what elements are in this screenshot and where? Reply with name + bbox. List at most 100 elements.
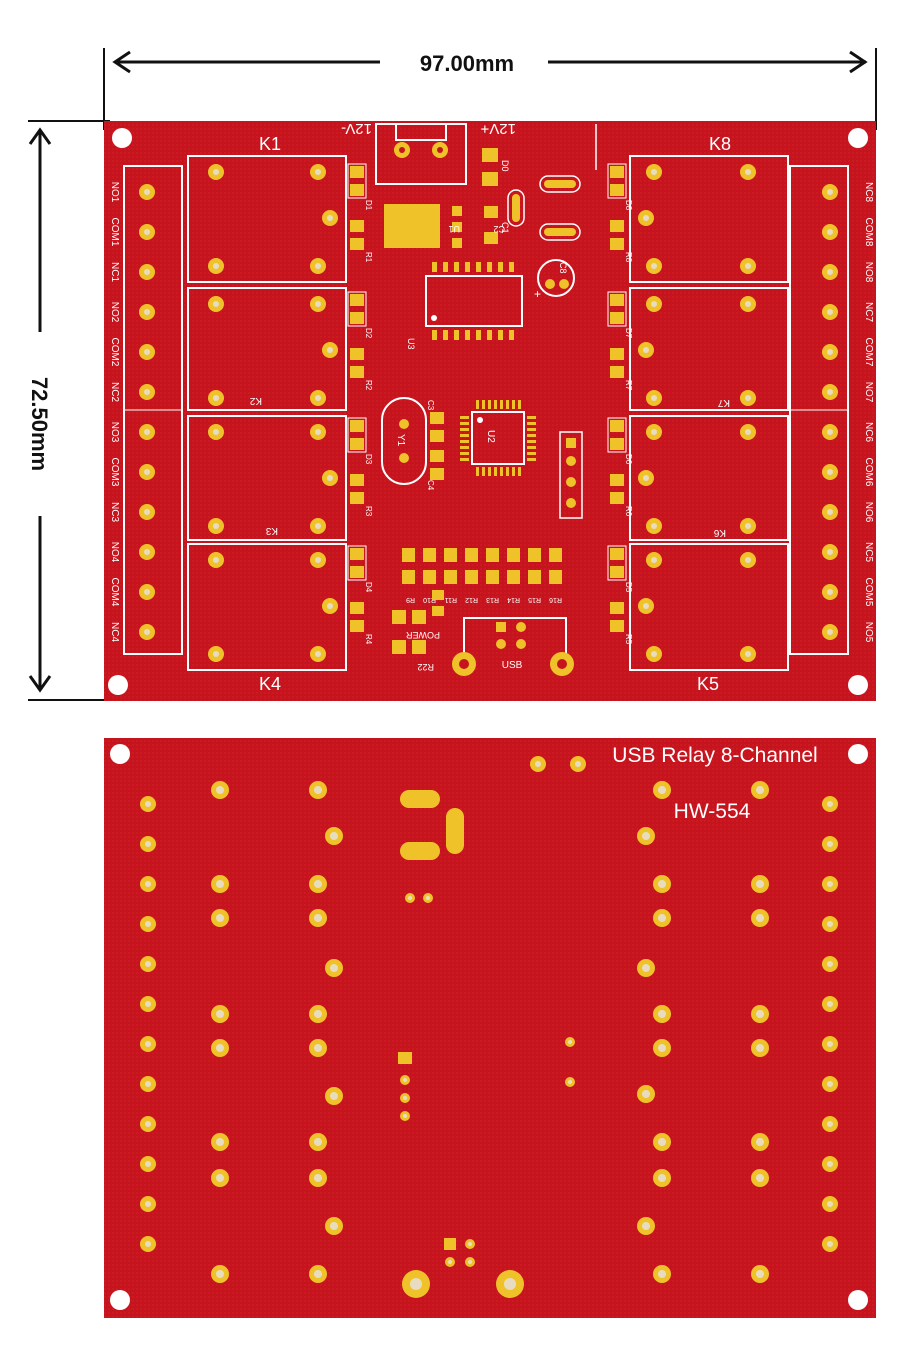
pad-hole [651, 429, 657, 435]
relay-outline [187, 415, 347, 541]
pad-hole [756, 1010, 764, 1018]
pad-hole [145, 1201, 151, 1207]
smd-pad [350, 492, 364, 504]
pad-hole [315, 301, 321, 307]
diode-label: D3 [364, 454, 373, 465]
ic-pin [527, 422, 536, 425]
pad-hole [144, 509, 150, 515]
pad-hole [145, 921, 151, 927]
pad-hole [330, 964, 338, 972]
mounting-hole [848, 1290, 868, 1310]
pad-hole [144, 429, 150, 435]
left-terminal-label: NO4 [109, 542, 120, 563]
smd-pad [610, 312, 624, 324]
ic-pin [432, 330, 437, 340]
smd-pad [610, 294, 624, 306]
resistor-row-label: R15 [528, 596, 541, 603]
pad-hole [827, 1201, 833, 1207]
resistor-row-label: R13 [486, 596, 499, 603]
diode-outline [607, 291, 627, 327]
pad-hole [145, 1161, 151, 1167]
ic-pin [482, 400, 485, 409]
ic-pin [454, 330, 459, 340]
pad-hole [827, 1241, 833, 1247]
pad-hole [643, 347, 649, 353]
ic-pin [465, 262, 470, 272]
pad-hole [643, 603, 649, 609]
pad-hole [827, 309, 833, 315]
ic-pin [476, 400, 479, 409]
width-label: 97.00mm [420, 51, 514, 76]
pad-hole [145, 1081, 151, 1087]
label-c3: C3 [426, 400, 435, 411]
pad-hole [827, 1001, 833, 1007]
ic-pin [527, 440, 536, 443]
label-c8: C8 [558, 262, 568, 274]
mounting-hole [110, 1290, 130, 1310]
pad-hole [144, 309, 150, 315]
pad-hole [144, 549, 150, 555]
ic-pin [432, 262, 437, 272]
pad-hole [327, 603, 333, 609]
pad-hole [827, 189, 833, 195]
diode-label: D4 [364, 582, 373, 593]
pad-hole [145, 961, 151, 967]
pad-hole [216, 1044, 224, 1052]
pad-hole [651, 169, 657, 175]
smd-pad [350, 566, 364, 578]
diode-outline [607, 417, 627, 453]
ic-pin [476, 330, 481, 340]
pad-hole [145, 1001, 151, 1007]
smd-pad [350, 220, 364, 232]
ic-pin [460, 440, 469, 443]
relay-outline [629, 287, 789, 411]
smd-pad [350, 348, 364, 360]
capacitor-c8 [537, 259, 575, 297]
ic-pin [527, 452, 536, 455]
label-u1: U1 [448, 224, 460, 234]
resistor-row-label: R16 [549, 596, 562, 603]
diode-label: D5 [624, 582, 633, 593]
pad-hole [145, 801, 151, 807]
resistor-label: R7 [624, 380, 633, 391]
smd-pad [610, 474, 624, 486]
resistor-label: R6 [624, 506, 633, 517]
pad-hole [216, 880, 224, 888]
pad-hole [651, 557, 657, 563]
crystal-y1 [381, 397, 427, 485]
smd-pad [610, 166, 624, 178]
pad-hole [144, 229, 150, 235]
pad-hole [756, 1174, 764, 1182]
left-terminal-label: COM3 [109, 458, 120, 487]
right-terminal-label: NO7 [863, 382, 874, 403]
pad-hole [827, 1161, 833, 1167]
ic-pin [454, 262, 459, 272]
pad-hole [504, 1278, 516, 1290]
relay-label-k8: K8 [709, 134, 731, 154]
smd-pad [549, 570, 562, 584]
pad-hole [651, 301, 657, 307]
pad-hole [827, 469, 833, 475]
pad-hole [756, 880, 764, 888]
ic-pin [488, 400, 491, 409]
relay-outline [629, 415, 789, 541]
ic-pin [527, 458, 536, 461]
label-y1: Y1 [395, 434, 406, 447]
smd-pad [350, 474, 364, 486]
pad-hole [330, 1222, 338, 1230]
right-terminal-label: NC5 [863, 542, 874, 562]
pad-hole [144, 629, 150, 635]
smd-pad [350, 602, 364, 614]
relay-label-k2: K2 [249, 395, 262, 406]
diode-outline [347, 163, 367, 199]
smd-pad [402, 548, 415, 562]
smd-pad [507, 570, 520, 584]
pad-hole [827, 801, 833, 807]
pad-hole [827, 269, 833, 275]
pad-hole [213, 429, 219, 435]
relay-label-k1: K1 [259, 134, 281, 154]
smd-pad [402, 570, 415, 584]
label-u3: U3 [406, 338, 416, 350]
pad-hole [827, 509, 833, 515]
pad-hole [213, 395, 219, 401]
